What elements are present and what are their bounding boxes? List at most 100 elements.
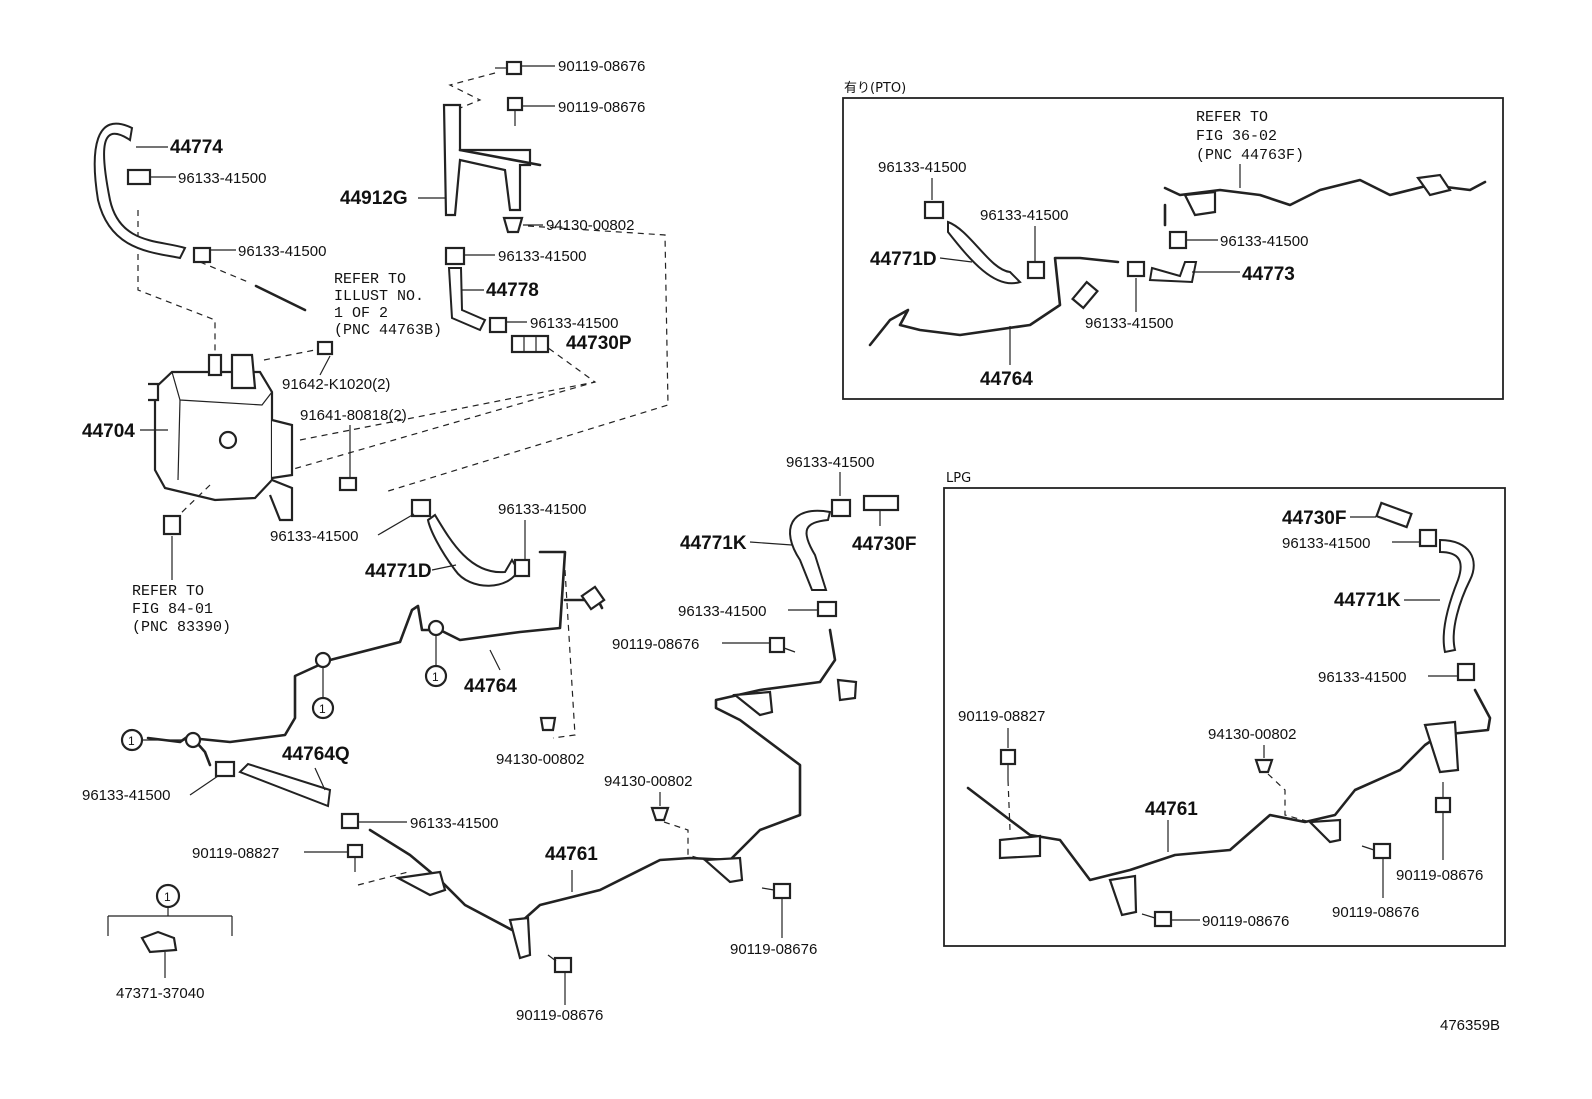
- union-44730f-lpg[interactable]: [1375, 501, 1413, 529]
- part-label-90119-08827-lpg[interactable]: 90119-08827: [958, 708, 1045, 725]
- clamp-96133-e[interactable]: [410, 498, 432, 518]
- pipe-44761[interactable]: [368, 628, 858, 960]
- part-label-96133-41500-i[interactable]: 96133-41500: [786, 454, 874, 471]
- clamp-96133-i[interactable]: [830, 498, 852, 518]
- part-label-94130-00802-a[interactable]: 94130-00802: [546, 217, 634, 234]
- reference-note-2[interactable]: REFER TO FIG 84-01 (PNC 83390): [132, 583, 231, 636]
- part-label-44730f-lpg[interactable]: 44730F: [1282, 508, 1346, 529]
- part-label-44774[interactable]: 44774: [170, 137, 223, 158]
- part-label-90119-08676-d[interactable]: 90119-08676: [730, 941, 817, 958]
- clamp-96133-a[interactable]: [126, 168, 152, 186]
- part-label-90119-08676-g2[interactable]: 90119-08676: [1332, 904, 1419, 921]
- part-label-44778[interactable]: 44778: [486, 280, 539, 301]
- bolt-90119-08676-c[interactable]: [547, 954, 573, 974]
- nut-94130-00802-lpg[interactable]: [1254, 758, 1274, 774]
- part-label-96133-41500-b[interactable]: 96133-41500: [238, 243, 326, 260]
- hose-44771d-pto[interactable]: [947, 220, 1022, 285]
- reference-note-1[interactable]: REFER TO ILLUST NO. 1 OF 2 (PNC 44763B): [334, 271, 442, 339]
- part-label-96133-41500-p2[interactable]: 96133-41500: [980, 207, 1068, 224]
- bolt-90119-08827[interactable]: [346, 843, 364, 872]
- reference-note-3[interactable]: REFER TO FIG 36-02 (PNC 44763F): [1196, 109, 1304, 164]
- part-label-96133-41500-j[interactable]: 96133-41500: [678, 603, 766, 620]
- part-label-44912g[interactable]: 44912G: [340, 188, 408, 209]
- callout-circle-1-a[interactable]: 1: [120, 728, 202, 752]
- bolt-90119-08676-d[interactable]: [761, 882, 792, 900]
- clip-bracket-group[interactable]: 1: [107, 883, 233, 978]
- part-label-96133-41500-g[interactable]: 96133-41500: [82, 787, 170, 804]
- part-label-90119-08676-g3[interactable]: 90119-08676: [1396, 867, 1483, 884]
- bolt-91641-80818[interactable]: [338, 476, 358, 492]
- part-label-96133-41500-a[interactable]: 96133-41500: [178, 170, 266, 187]
- clamp-96133-c[interactable]: [444, 246, 466, 266]
- union-44730f[interactable]: [862, 494, 900, 526]
- hose-44771k-lpg[interactable]: [1439, 538, 1475, 654]
- clamp-96133-h[interactable]: [340, 812, 360, 830]
- part-label-96133-41500-g1[interactable]: 96133-41500: [1282, 535, 1370, 552]
- part-label-96133-41500-e[interactable]: 96133-41500: [270, 528, 358, 545]
- part-label-96133-41500-p1[interactable]: 96133-41500: [878, 159, 966, 176]
- clamp-96133-d[interactable]: [488, 316, 508, 334]
- union-44730p[interactable]: [510, 334, 550, 354]
- part-label-90119-08676-e[interactable]: 90119-08676: [612, 636, 699, 653]
- clamp-96133-g[interactable]: [214, 760, 236, 778]
- part-label-96133-41500-f[interactable]: 96133-41500: [498, 501, 586, 518]
- hose-44774[interactable]: [93, 122, 187, 260]
- part-label-44771k-lpg[interactable]: 44771K: [1334, 590, 1401, 611]
- clamp-96133-j[interactable]: [816, 600, 838, 618]
- part-label-96133-41500-p3[interactable]: 96133-41500: [1085, 315, 1173, 332]
- bolt-91642-k1020[interactable]: [316, 340, 334, 356]
- part-label-44730f[interactable]: 44730F: [852, 534, 916, 555]
- clamp-96133-p2[interactable]: [1026, 260, 1046, 280]
- pipe-pto-ref[interactable]: [1163, 173, 1487, 227]
- part-label-96133-41500-p4[interactable]: 96133-41500: [1220, 233, 1308, 250]
- bolt-90119-08676-g2[interactable]: [1361, 842, 1392, 860]
- hose-44764q[interactable]: [238, 762, 332, 808]
- part-label-94130-00802-b[interactable]: 94130-00802: [496, 751, 584, 768]
- part-label-44761-lpg[interactable]: 44761: [1145, 799, 1198, 820]
- part-label-44771d-pto[interactable]: 44771D: [870, 249, 937, 270]
- nut-94130-00802-b[interactable]: [539, 716, 557, 732]
- nut-94130-00802-a[interactable]: [502, 216, 524, 234]
- clamp-96133-g1[interactable]: [1418, 528, 1438, 548]
- callout-circle-1-b[interactable]: 1: [311, 651, 335, 720]
- pipe-44761-lpg[interactable]: [966, 688, 1492, 917]
- part-label-44764[interactable]: 44764: [464, 676, 517, 697]
- part-label-91641-80818[interactable]: 91641-80818(2): [300, 407, 407, 424]
- bolt-90119-08827-lpg[interactable]: [999, 748, 1017, 780]
- clamp-96133-p4[interactable]: [1168, 230, 1188, 250]
- bracket-44912g[interactable]: [442, 103, 542, 217]
- part-label-44704[interactable]: 44704: [82, 421, 135, 442]
- part-label-90119-08676-g1[interactable]: 90119-08676: [1202, 913, 1289, 930]
- part-label-90119-08676-a[interactable]: 90119-08676: [558, 58, 645, 75]
- tank-44704[interactable]: [148, 353, 294, 522]
- part-label-44771k[interactable]: 44771K: [680, 533, 747, 554]
- bolt-90119-08676-g3[interactable]: [1434, 782, 1452, 814]
- part-label-90119-08827[interactable]: 90119-08827: [192, 845, 279, 862]
- part-label-47371-37040[interactable]: 47371-37040: [116, 985, 204, 1002]
- clamp-96133-p1[interactable]: [923, 200, 945, 220]
- hose-44771k[interactable]: [789, 509, 832, 591]
- part-label-94130-00802-lpg[interactable]: 94130-00802: [1208, 726, 1296, 743]
- part-label-94130-00802-c[interactable]: 94130-00802: [604, 773, 692, 790]
- bolt-90119-08676-g1[interactable]: [1141, 910, 1173, 928]
- callout-circle-1-c[interactable]: 1: [424, 619, 448, 688]
- part-label-96133-41500-d[interactable]: 96133-41500: [530, 315, 618, 332]
- part-label-44761[interactable]: 44761: [545, 844, 598, 865]
- part-label-90119-08676-b[interactable]: 90119-08676: [558, 99, 645, 116]
- part-label-44764q[interactable]: 44764Q: [282, 744, 350, 765]
- part-label-96133-41500-c[interactable]: 96133-41500: [498, 248, 586, 265]
- pipe-44764-pto[interactable]: [868, 256, 1120, 347]
- part-label-44773[interactable]: 44773: [1242, 264, 1295, 285]
- part-label-96133-41500-g2[interactable]: 96133-41500: [1318, 669, 1406, 686]
- clamp-96133-g2[interactable]: [1456, 662, 1476, 682]
- bolt-top-1[interactable]: [495, 60, 523, 76]
- hose-44771d[interactable]: [426, 513, 520, 587]
- clamp-96133-f[interactable]: [513, 558, 531, 578]
- part-label-90119-08676-c[interactable]: 90119-08676: [516, 1007, 603, 1024]
- clamp-96133-b[interactable]: [192, 246, 212, 264]
- part-label-96133-41500-h[interactable]: 96133-41500: [410, 815, 498, 832]
- hose-44778[interactable]: [447, 267, 487, 332]
- bolt-90119-08676-e[interactable]: [768, 636, 796, 654]
- part-label-91642-k1020[interactable]: 91642-K1020(2): [282, 376, 390, 393]
- part-label-44730p[interactable]: 44730P: [566, 333, 632, 354]
